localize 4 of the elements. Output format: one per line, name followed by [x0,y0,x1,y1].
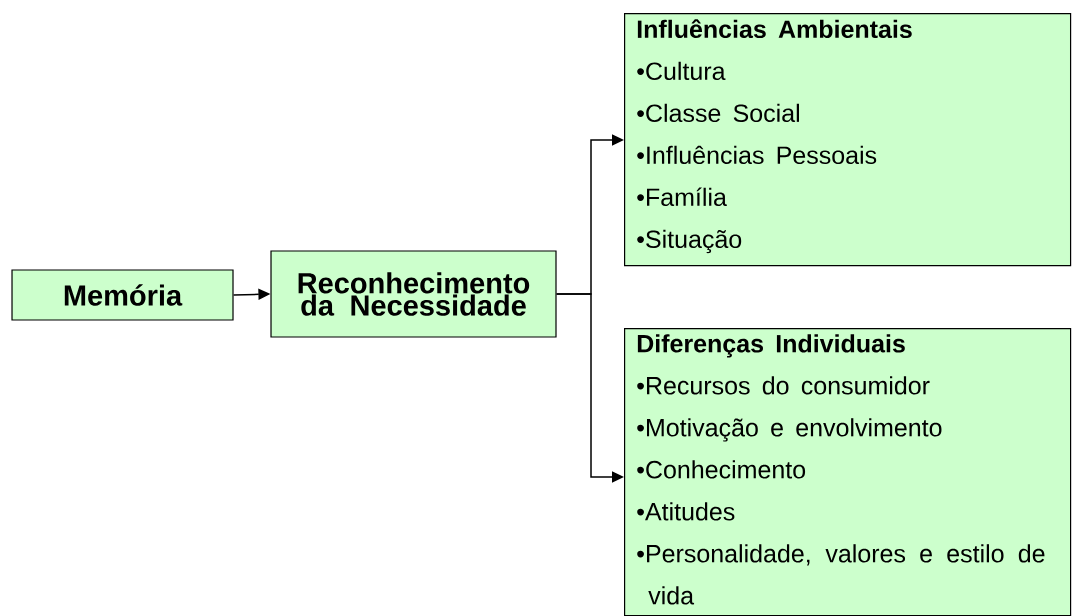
process-box: Memória [11,269,234,321]
list-box: Diferenças Individuais •Recursos do consumidor •Motivação e envolvimento •Conhecimento •Atitudes •Personalidade, valores e estilo de vida [624,328,1072,616]
list-box: Influências Ambientais •Cultura •Classe Social •Influências Pessoais •Família •Situação [624,13,1072,267]
process-box: Reconhecimento da Necessidade [270,250,557,338]
